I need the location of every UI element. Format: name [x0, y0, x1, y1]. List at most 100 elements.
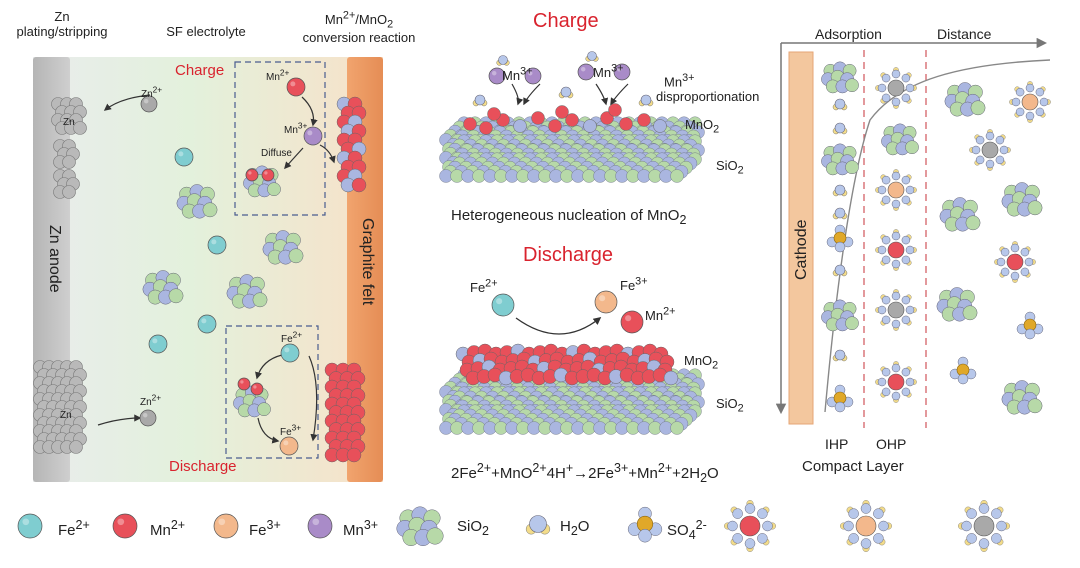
discharge-dashed-box [225, 325, 319, 459]
zn-plating-title: Zn plating/stripping [16, 9, 108, 40]
h2o-mid-3 [638, 94, 654, 107]
zn-label-bottom: Zn [60, 410, 72, 421]
sio2-ihp-2 [821, 143, 859, 176]
zn-label-top: Zn [63, 117, 75, 128]
mno2-label-top: MnO2 [685, 117, 720, 136]
charge-title: Charge [533, 10, 599, 32]
fe2-ion-2 [207, 235, 227, 255]
mn3-left-label: Mn3+ [502, 66, 533, 84]
mn3-felt-arrow [319, 144, 336, 164]
legend-fe3-icon [213, 513, 239, 539]
mn3-cluster-right-mn3-b [613, 63, 631, 81]
hydrated-mn2-ohp-2 [875, 361, 917, 403]
zn-deposit-mid [53, 139, 80, 169]
zn2-plating-arrow [103, 94, 151, 111]
mn3-cluster-left-mn3-b [524, 67, 542, 85]
sio2-bulk-4 [936, 287, 978, 322]
middle-panel-art [439, 51, 705, 435]
zn-anode-label: Zn anode [46, 225, 63, 293]
discharge-label-left: Discharge [169, 458, 237, 475]
left-panel-particles [33, 77, 367, 463]
sio2-ihp-3 [821, 299, 859, 332]
fe2-label-mid: Fe2+ [470, 278, 498, 296]
sio2-particle-4 [226, 274, 268, 309]
sio2-label-top: SiO2 [716, 158, 744, 177]
legend-mn3-icon [307, 513, 333, 539]
sio2-particle-2 [262, 230, 304, 265]
mn3-cluster-left-water [496, 55, 510, 66]
fe3-release-arrow [257, 417, 280, 444]
mn3-ion-charge [303, 126, 323, 146]
legend-hydrated-zn-icon [958, 500, 1010, 552]
mno2-discharge-2 [250, 382, 264, 396]
mno2-nuclei-charge [463, 103, 667, 135]
zn2-stripping-arrow [97, 414, 142, 426]
fe2-ion-4 [148, 334, 168, 354]
zn2-ion-bottom [139, 409, 157, 427]
sio2-bulk-2 [1001, 182, 1043, 217]
mn3-right-arrow [595, 83, 609, 106]
legend-h2o-icon [525, 515, 551, 535]
sio2-ohp-1 [881, 123, 919, 156]
so4-bulk-2 [949, 356, 977, 385]
so4-bulk-1 [1016, 311, 1044, 340]
mn3-cluster-right [577, 51, 631, 81]
fe3-ion-mid [594, 290, 618, 314]
zn-plating-line2: plating/stripping [16, 23, 108, 39]
compact-layer-label: Compact Layer [802, 458, 904, 475]
fe2-ion-discharge [280, 343, 300, 363]
h2o-ihp-4 [832, 207, 848, 220]
h2o-mid-1 [472, 94, 488, 107]
legend-hydrated-fe3-icon [840, 500, 892, 552]
conversion-title: Mn2+/MnO2 conversion reaction [303, 10, 416, 46]
mn3-cluster-right-mn3-a [577, 63, 595, 81]
hydrated-mn2-ohp-1 [875, 229, 917, 271]
felt-mno2-charge [336, 96, 367, 193]
mno2-on-sio2-2 [261, 168, 275, 182]
diffuse-label: Diffuse [261, 148, 292, 159]
legend-sio2-label: SiO2 [457, 518, 489, 538]
zn-bulk-bottom [33, 360, 87, 454]
zn2-ion-top [140, 95, 158, 113]
sio2-label-bottom: SiO2 [716, 396, 744, 415]
legend-mn2-icon [112, 513, 138, 539]
right-panel-particles [821, 61, 1051, 415]
fe2-reaction-arrow [255, 354, 283, 380]
h2o-ihp-5 [832, 264, 848, 277]
charge-dashed-box [234, 61, 326, 216]
mn3-cluster-left [488, 55, 542, 85]
cathode-bar [788, 51, 814, 425]
fe2-ion-mid [491, 293, 515, 317]
fe3-label-mid: Fe3+ [620, 276, 648, 294]
sio2-ihp-1 [821, 61, 859, 94]
fe2-label-left: Fe2+ [281, 330, 303, 346]
zn2-label-bottom: Zn2+ [140, 393, 162, 409]
h2o-ihp-2 [832, 122, 848, 135]
fe-redox-arrow [308, 355, 318, 442]
legend-mn2-label: Mn2+ [150, 518, 186, 539]
legend-sio2-icon [396, 506, 444, 546]
mno2-on-sio2-1 [245, 168, 259, 182]
legend-icons [17, 500, 1010, 552]
legend-hydrated-mn2-icon [724, 500, 776, 552]
zn2-label-top: Zn2+ [141, 85, 163, 101]
mn3-right-label: Mn3+ [593, 63, 624, 81]
zn-plating-line1: Zn [54, 9, 70, 24]
hydrated-fe3-bulk [1009, 81, 1051, 123]
sio2-particle-1 [176, 184, 218, 219]
sio2-particle-3 [142, 270, 184, 305]
h2o-ihp-1 [832, 98, 848, 111]
sio2-mno2-discharge [233, 385, 271, 418]
mno2-label-bottom: MnO2 [684, 353, 719, 372]
zn-deposit-lower [53, 169, 80, 199]
fe2-ion-3 [197, 314, 217, 334]
charge-label-left: Charge [175, 62, 225, 79]
mn2-label-mid: Mn2+ [645, 306, 676, 324]
mno2-layer-discharge [455, 343, 679, 386]
equation-text: 2Fe2++MnO2+4H+→2Fe3++Mn2++2H2O [451, 461, 719, 485]
legend-so4-label: SO42- [667, 518, 707, 542]
so4-ihp-2 [826, 384, 854, 413]
legend-fe3-label: Fe3+ [249, 518, 281, 539]
